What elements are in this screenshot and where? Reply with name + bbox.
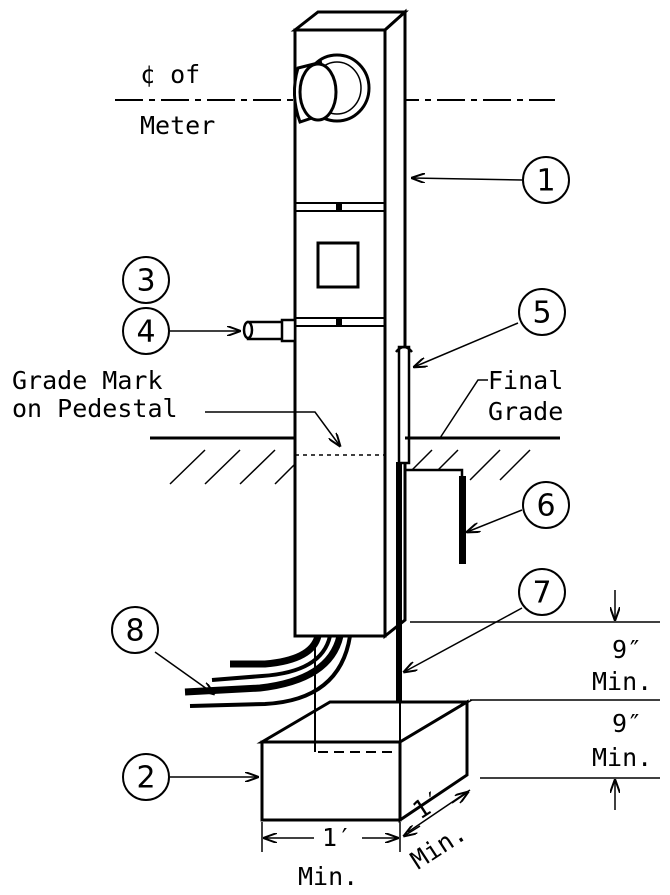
callout-5: 5 [518,288,566,336]
callout-6: 6 [522,481,570,529]
ground-clamp [395,345,413,465]
soil-hatching [169,449,531,485]
callout-4-label: 4 [136,315,155,350]
dim-min-width: Min. [298,862,358,891]
meter-label: Meter [140,111,215,140]
callout-3-label: 3 [136,264,155,299]
panel-seams [295,202,385,327]
callout-8: 8 [111,606,159,654]
dim-9in-upper: 9″ [612,635,642,664]
dim-min-lower: Min. [592,743,652,772]
meter [293,53,371,124]
callout-7-label: 7 [532,576,551,611]
callout-5-label: 5 [532,296,551,331]
callout-2-label: 2 [136,761,155,796]
dim-min-upper: Min. [592,667,652,696]
callout-1-label: 1 [536,164,555,199]
grade-mark-label-2: on Pedestal [12,394,178,423]
final-grade-label-1: Final [488,366,563,395]
service-cables [184,634,352,708]
dim-1ft-width: 1′ [322,823,352,852]
final-grade-label-2: Grade [488,397,563,426]
receptacle-stub [242,318,297,343]
callout-2: 2 [122,753,170,801]
base-dimensions [261,789,470,852]
centerline-label: ¢ of [140,60,200,89]
breaker-window [316,241,360,289]
callout-6-label: 6 [536,489,555,524]
callout-7: 7 [518,568,566,616]
callout-8-label: 8 [125,614,144,649]
callout-3: 3 [122,256,170,304]
ground-electrode [405,468,466,564]
concrete-base [256,640,473,823]
leader-lines [154,178,523,777]
callout-4: 4 [122,307,170,355]
ground-conductor [396,462,402,752]
height-dimensions [410,590,660,810]
callout-1: 1 [522,156,570,204]
grade-mark-label-1: Grade Mark [12,366,163,395]
dim-9in-lower: 9″ [612,709,642,738]
